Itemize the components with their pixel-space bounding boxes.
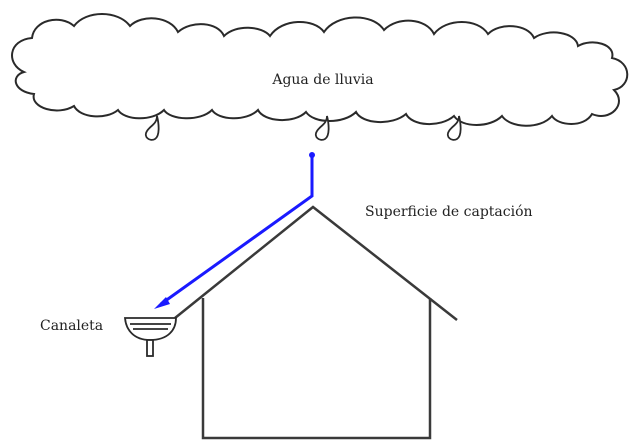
house-walls [201, 298, 432, 440]
water-flow-arrow [154, 152, 315, 309]
cloud-shape [11, 13, 629, 127]
gutter-label: Canaleta [40, 318, 103, 334]
gutter-icon [124, 317, 177, 357]
cloud-label: Agua de lluvia [271, 72, 373, 88]
raindrop-icon [314, 115, 330, 141]
house [174, 205, 458, 440]
raindrop-icon [144, 115, 160, 141]
roof-label: Superficie de captación [365, 204, 533, 220]
arrowhead-icon [154, 297, 170, 309]
raindrop-icon [446, 115, 462, 141]
roof-line [174, 205, 458, 321]
